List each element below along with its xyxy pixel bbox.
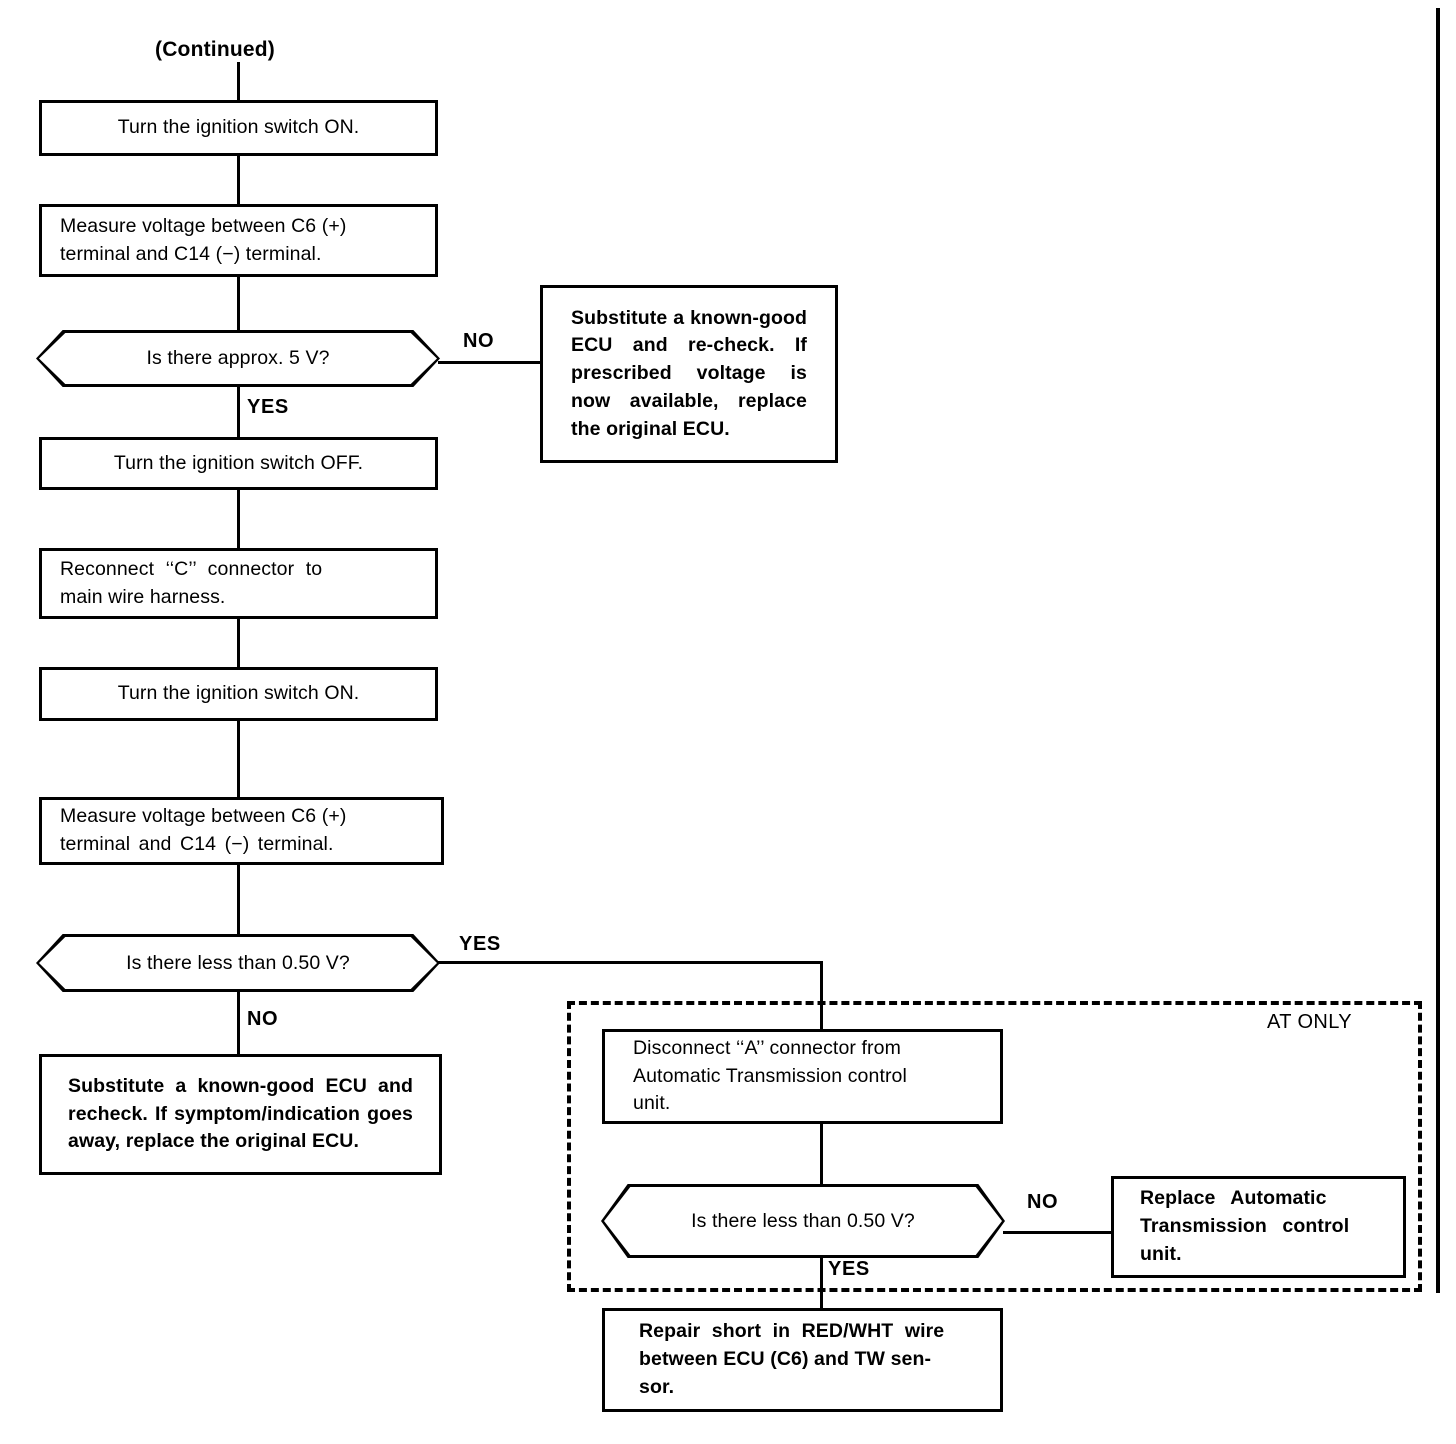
- connector-n6-to-n7: [237, 721, 240, 797]
- step-measure-voltage-1[interactable]: Measure voltage between C6 (+) terminal …: [39, 204, 438, 277]
- page-edge-rule: [1436, 8, 1440, 1293]
- step-measure-voltage-1-line1: Measure voltage between C6 (+): [60, 214, 347, 237]
- step-reconnect-c-connector-line1: Reconnect ‘‘C’’ connector to: [60, 557, 323, 580]
- decision-less-than-050v-2-text: Is there less than 0.50 V?: [691, 1209, 915, 1232]
- decision-approx-5v-fill: [39, 333, 437, 384]
- action-replace-at-control-unit-line3: unit.: [1140, 1242, 1182, 1265]
- decision-less-than-050v-2[interactable]: Is there less than 0.50 V?: [601, 1184, 1005, 1258]
- action-replace-at-control-unit-line2: Transmission control: [1140, 1215, 1350, 1238]
- step-reconnect-c-connector[interactable]: Reconnect ‘‘C’’ connector to main wire h…: [39, 548, 438, 619]
- branch-label-d3-no: NO: [1027, 1191, 1059, 1213]
- decision-less-than-050v-1-fill: [39, 937, 437, 989]
- connector-d1-no: [438, 361, 542, 364]
- connector-n4-to-n5: [237, 490, 240, 548]
- continued-label: (Continued): [155, 38, 275, 61]
- action-repair-short-red-wht-line1: Repair short in RED/WHT wire: [639, 1320, 945, 1343]
- step-reconnect-c-connector-line2: main wire harness.: [60, 585, 226, 608]
- at-only-region: [567, 1001, 1422, 1292]
- action-substitute-ecu-recheck-text: Substitute a known-good ECU and re-check…: [571, 306, 807, 440]
- decision-approx-5v-text: Is there approx. 5 V?: [146, 347, 330, 369]
- connector-d2-yes-vertical: [820, 961, 823, 1029]
- step-turn-ignition-on-1-text: Turn the ignition switch ON.: [117, 116, 360, 139]
- branch-label-d3-yes: YES: [828, 1258, 870, 1280]
- step-turn-ignition-off[interactable]: Turn the ignition switch OFF.: [39, 437, 438, 490]
- decision-less-than-050v-1[interactable]: Is there less than 0.50 V?: [36, 934, 440, 992]
- action-replace-at-control-unit-line1: Replace Automatic: [1140, 1187, 1327, 1210]
- branch-label-d2-yes: YES: [459, 933, 501, 955]
- action-repair-short-red-wht[interactable]: Repair short in RED/WHT wire between ECU…: [602, 1308, 1003, 1412]
- step-measure-voltage-1-line2: terminal and C14 (−) terminal.: [60, 242, 322, 265]
- step-measure-voltage-2-line2: terminal and C14 (−) terminal.: [60, 833, 334, 855]
- connector-n2-to-d1: [237, 277, 240, 332]
- connector-d2-no: [237, 992, 240, 1054]
- action-repair-short-red-wht-line3: sor.: [639, 1375, 675, 1398]
- step-measure-voltage-2[interactable]: Measure voltage between C6 (+) terminal …: [39, 797, 444, 865]
- step-turn-ignition-on-2[interactable]: Turn the ignition switch ON.: [39, 667, 438, 721]
- step-disconnect-a-connector-line1: Disconnect ‘‘A’’ connector from: [633, 1036, 901, 1059]
- decision-approx-5v[interactable]: Is there approx. 5 V?: [36, 330, 440, 387]
- action-repair-short-red-wht-line2: between ECU (C6) and TW sen-: [639, 1348, 932, 1371]
- branch-label-d1-yes: YES: [247, 396, 289, 418]
- step-turn-ignition-on-1[interactable]: Turn the ignition switch ON.: [39, 100, 438, 156]
- connector-d3-yes: [820, 1258, 823, 1308]
- connector-n9-to-d3: [820, 1124, 823, 1184]
- branch-label-d2-no: NO: [247, 1008, 279, 1030]
- decision-less-than-050v-1-text: Is there less than 0.50 V?: [126, 951, 350, 974]
- action-substitute-ecu-symptom-text: Substitute a known-good ECU and recheck.…: [68, 1074, 413, 1153]
- step-turn-ignition-on-2-text: Turn the ignition switch ON.: [117, 682, 360, 705]
- action-substitute-ecu-symptom[interactable]: Substitute a known-good ECU and recheck.…: [39, 1054, 442, 1175]
- step-disconnect-a-connector-line3: unit.: [633, 1092, 671, 1115]
- connector-d3-no: [1003, 1231, 1111, 1234]
- connector-d1-yes: [237, 385, 240, 437]
- action-replace-at-control-unit[interactable]: Replace Automatic Transmission control u…: [1111, 1176, 1406, 1278]
- connector-n5-to-n6: [237, 619, 240, 667]
- step-measure-voltage-2-line1: Measure voltage between C6 (+): [60, 805, 347, 828]
- step-disconnect-a-connector-line2: Automatic Transmission control: [633, 1064, 907, 1087]
- connector-d2-yes-horizontal: [438, 961, 823, 964]
- branch-label-d1-no: NO: [463, 330, 495, 352]
- connector-n1-to-n2: [237, 156, 240, 204]
- decision-less-than-050v-2-fill: [604, 1187, 1002, 1255]
- step-turn-ignition-off-text: Turn the ignition switch OFF.: [113, 451, 364, 474]
- connector-n7-to-d2: [237, 865, 240, 937]
- at-only-label: AT ONLY: [1267, 1011, 1353, 1033]
- connector-title-to-n1: [237, 62, 240, 100]
- action-substitute-ecu-recheck[interactable]: Substitute a known-good ECU and re-check…: [540, 285, 838, 463]
- step-disconnect-a-connector[interactable]: Disconnect ‘‘A’’ connector from Automati…: [602, 1029, 1003, 1124]
